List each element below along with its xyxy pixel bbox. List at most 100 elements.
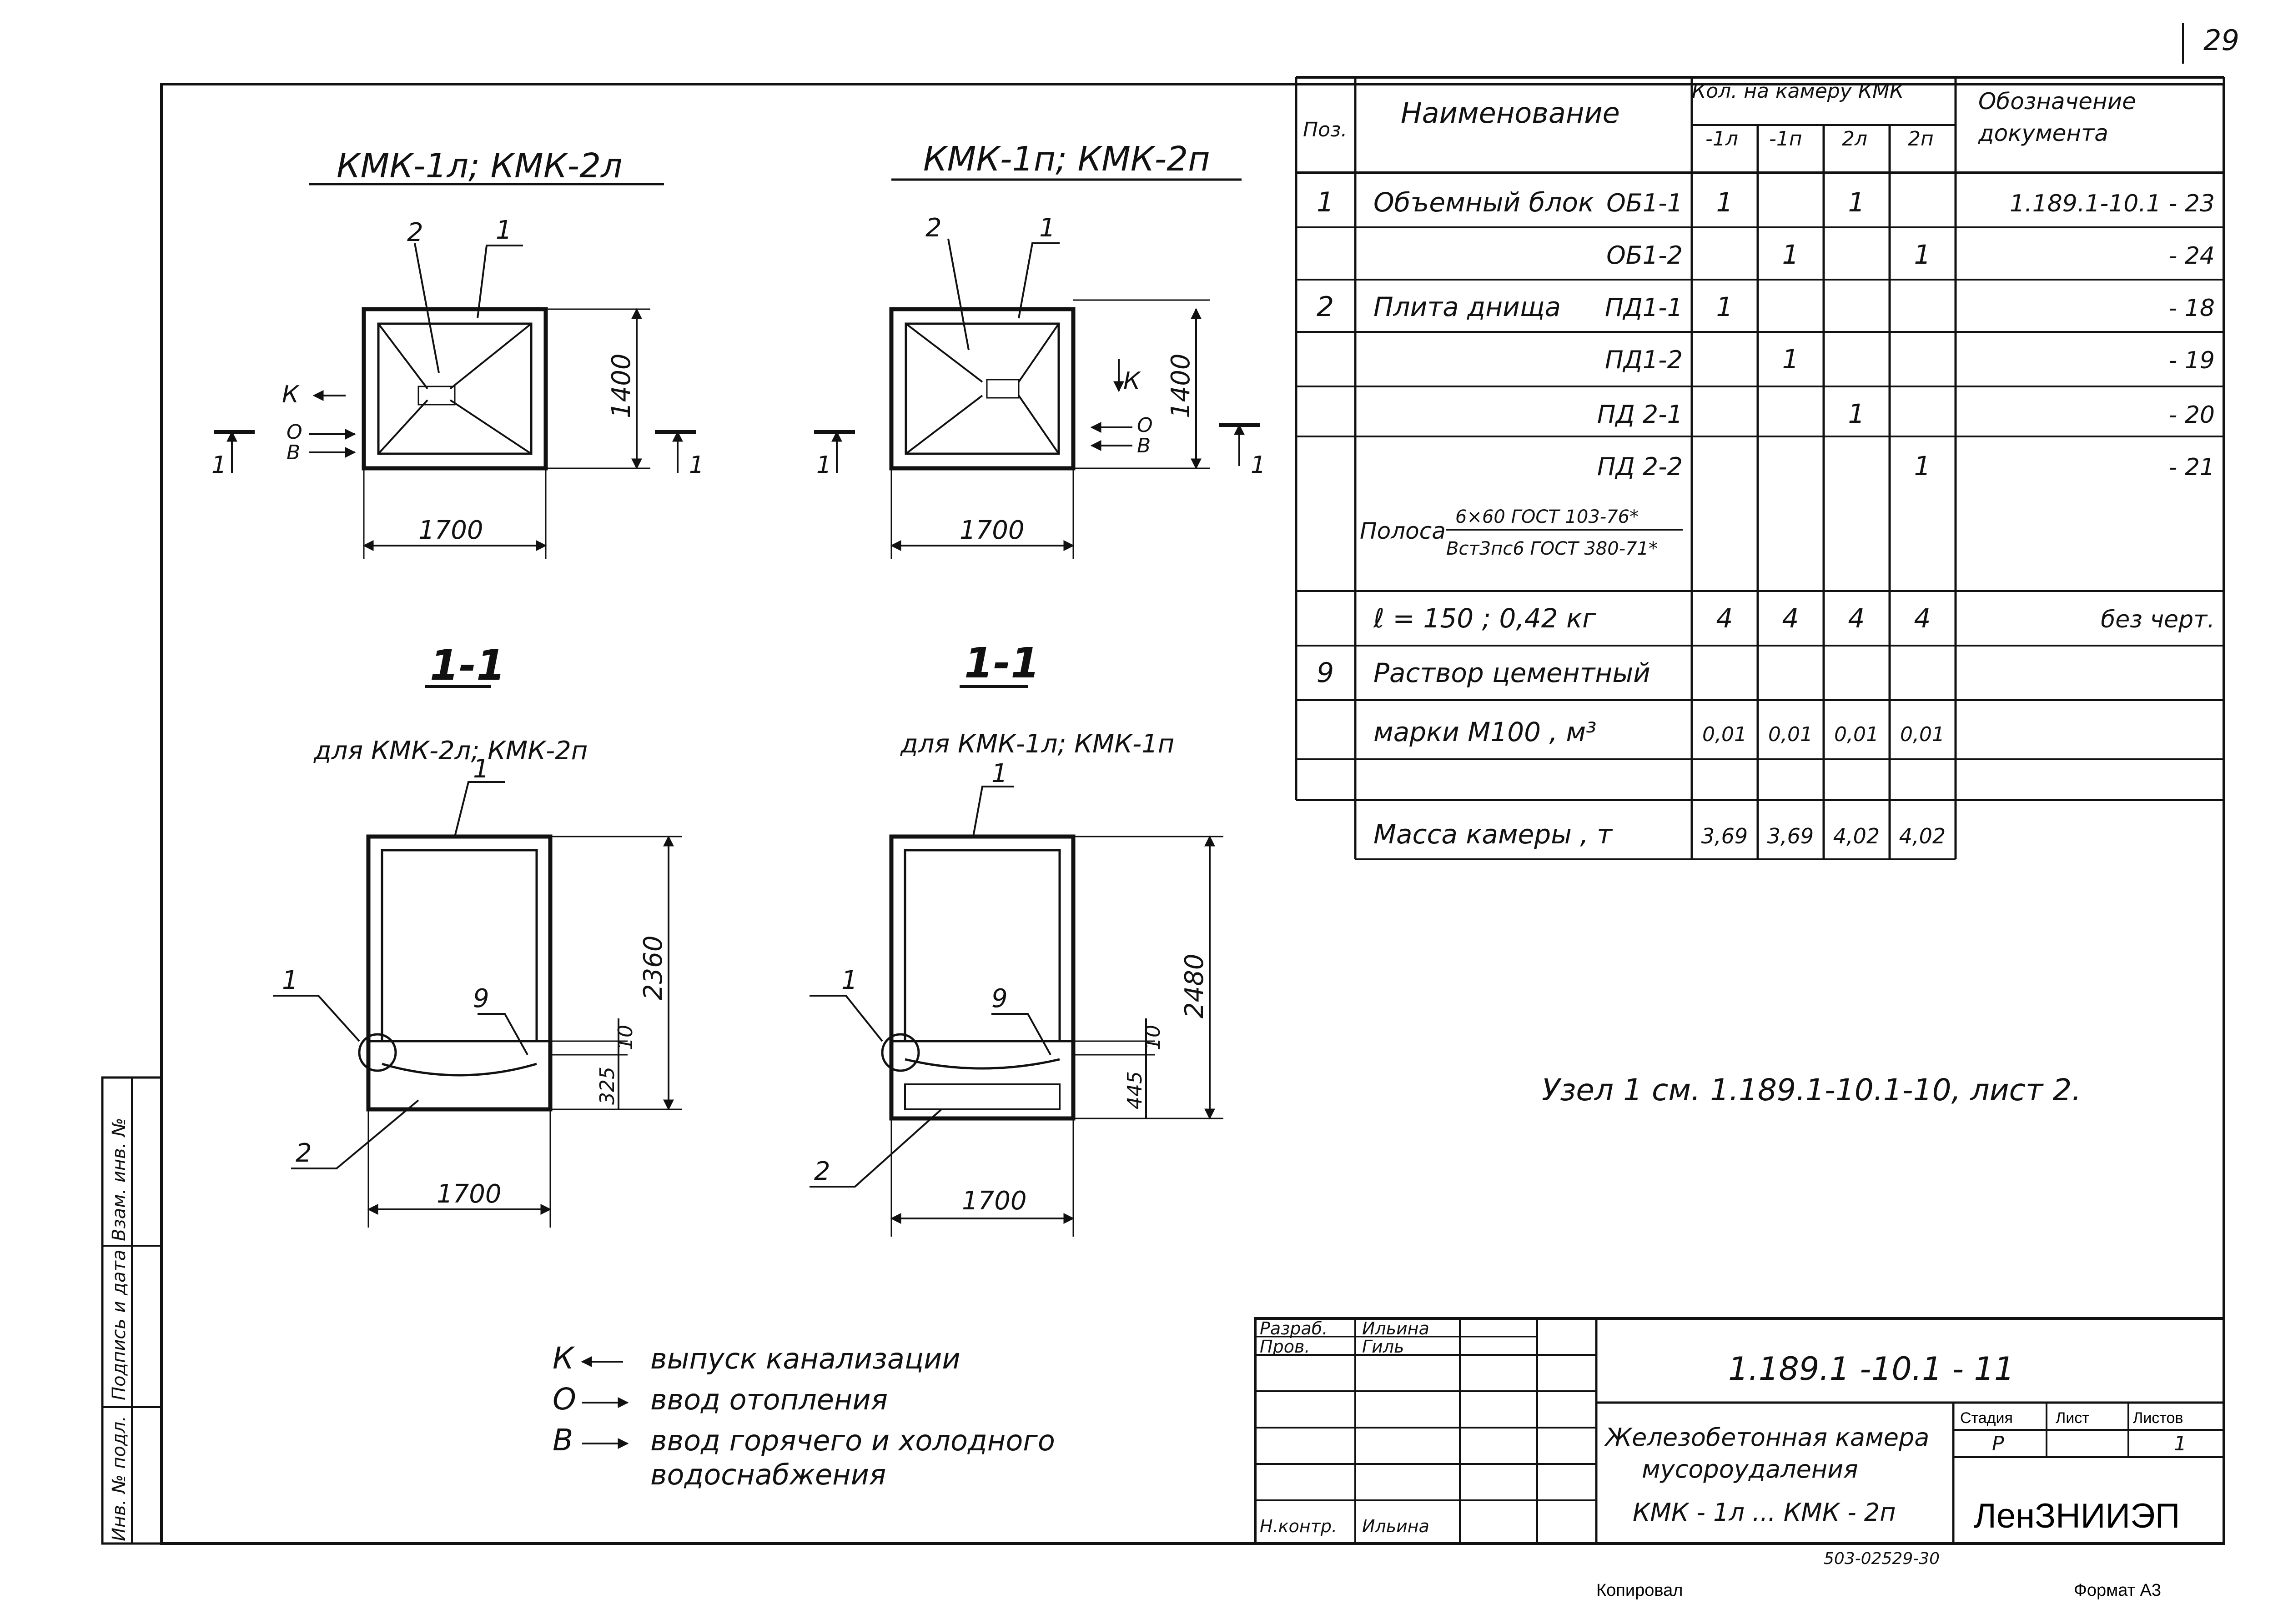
plan-left-cut-label-right: 1 — [689, 451, 704, 479]
spec-header-doc: Обозначение документа — [1978, 88, 2143, 146]
spec-cell-doc: - 24 — [2169, 242, 2215, 270]
plan-right-cut-label-right: 1 — [1251, 451, 1266, 479]
section-left-title: 1-1 — [430, 641, 505, 690]
plan-left-dim-width: 1700 — [418, 516, 483, 545]
spec-cell-qty: 0,01 — [1900, 723, 1945, 746]
spec-cell-qty: 4 — [1914, 603, 1931, 634]
plan-left: КМК-1л; КМК-2л 2 1 1700 1400 К О В 1 — [211, 146, 704, 559]
section-right-dim-height: 2480 — [1180, 953, 1209, 1018]
title-block-stage: Р — [1992, 1432, 2004, 1455]
title-block-person: Гиль — [1362, 1337, 1404, 1357]
spec-header-name: Наименование — [1401, 96, 1620, 130]
legend: К выпуск канализации О ввод отопления В … — [553, 1341, 1055, 1491]
spec-cell-name: Раствор цементный — [1373, 657, 1650, 688]
plan-right-leader-2: 2 — [925, 213, 942, 243]
plan-left-marker-v: В — [287, 441, 300, 464]
spec-row: ОБ1-2 1 1 - 24 — [1606, 239, 2215, 270]
title-block-sheets-label: Листов — [2133, 1409, 2183, 1427]
section-left-dim-height: 2360 — [639, 935, 668, 1000]
legend-text-v-cont: водоснабжения — [650, 1458, 886, 1491]
spec-cell-qty: 1 — [1716, 187, 1733, 218]
spec-mass-value: 3,69 — [1701, 824, 1748, 848]
plan-left-leader-2: 2 — [407, 218, 423, 247]
title-block-role: Пров. — [1260, 1337, 1310, 1357]
spec-cell-qty: 4 — [1848, 603, 1865, 634]
section-left-leader-2: 2 — [296, 1138, 312, 1168]
title-block-sheets: 1 — [2174, 1432, 2187, 1455]
section-right: 1-1 для КМК-1л; КМК-1п 1 1 9 2 1700 2480… — [810, 639, 1223, 1237]
spec-header-qty-2l: 2л — [1842, 127, 1867, 150]
spec-cell-qty: 1 — [1914, 451, 1931, 481]
spec-cell-qty: 1 — [1782, 239, 1799, 270]
section-left: 1-1 для КМК-2л; КМК-2п 1 1 9 2 1700 2360… — [273, 641, 682, 1228]
spec-cell-qty: 1 — [1716, 291, 1733, 322]
spec-cell-qty: 1 — [1914, 239, 1931, 270]
section-left-subtitle: для КМК-2л; КМК-2п — [313, 736, 588, 766]
title-block-role: Разраб. — [1260, 1318, 1328, 1338]
strip-label-inv: Инв. № подл. — [109, 1416, 130, 1541]
plan-left-leader-1: 1 — [496, 216, 512, 245]
left-strip: Инв. № подл. Подпись и дата Взам. инв. № — [101, 1076, 163, 1545]
spec-cell-mark: ОБ1-2 — [1606, 241, 1683, 270]
spec-mass-label: Масса камеры , т — [1373, 819, 1613, 850]
section-left-leader-9: 9 — [473, 984, 489, 1013]
drawing-frame — [160, 83, 2225, 1545]
plan-right-cut-label-left: 1 — [816, 451, 831, 479]
section-left-leader-1-top: 1 — [473, 754, 489, 784]
section-right-subtitle: для КМК-1л; КМК-1п — [900, 729, 1174, 759]
plan-left-title: КМК-1л; КМК-2л — [337, 146, 622, 185]
spec-cell-qty: 4 — [1716, 603, 1733, 634]
spec-mass-value: 4,02 — [1899, 824, 1946, 848]
spec-cell-pos: 9 — [1317, 657, 1334, 689]
legend-symbol-v: В — [553, 1423, 573, 1458]
spec-cell-qty: 1 — [1782, 344, 1799, 375]
spec-cell-name: ℓ = 150 ; 0,42 кг — [1373, 603, 1596, 634]
section-right-title: 1-1 — [964, 639, 1040, 687]
legend-symbol-o: О — [553, 1382, 576, 1417]
plan-right-dim-height: 1400 — [1166, 353, 1196, 418]
spec-polosa-name: Полоса — [1360, 518, 1446, 544]
strip-label-replace: Взам. инв. № — [109, 1118, 130, 1241]
spec-cell-qty: 0,01 — [1834, 723, 1879, 746]
spec-cell-qty: 0,01 — [1702, 723, 1747, 746]
spec-header-pos: Поз. — [1303, 118, 1347, 141]
legend-text-k: выпуск канализации — [650, 1342, 960, 1375]
spec-row: 9 Раствор цементный — [1317, 657, 1650, 689]
node-reference-note: Узел 1 см. 1.189.1-10.1-10, лист 2. — [1542, 1073, 2081, 1108]
section-right-dim-width: 1700 — [962, 1186, 1027, 1216]
spec-header-qty-1l: -1л — [1705, 127, 1738, 150]
plan-right: КМК-1п; КМК-2п 2 1 1700 1400 К О В 1 1 — [814, 140, 1266, 559]
plan-right-title: КМК-1п; КМК-2п — [923, 140, 1210, 179]
specification-table: Поз. Наименование Кол. на камеру КМК -1л… — [1295, 76, 2225, 860]
spec-polosa-bottom: Вст3пс6 ГОСТ 380-71* — [1446, 538, 1658, 559]
spec-cell-doc: без черт. — [2101, 606, 2215, 633]
spec-row-polosa: Полоса 6×60 ГОСТ 103-76* Вст3пс6 ГОСТ 38… — [1360, 506, 1683, 559]
strip-label-sign: Подпись и дата — [109, 1250, 130, 1400]
spec-cell-qty: 1 — [1848, 187, 1865, 218]
spec-mass-value: 3,69 — [1767, 824, 1814, 848]
spec-cell-qty: 4 — [1782, 603, 1799, 634]
spec-cell-qty: 1 — [1848, 398, 1865, 429]
spec-cell-mark: ПД1-1 — [1605, 293, 1683, 322]
spec-header-qty-1p: -1п — [1769, 127, 1802, 150]
plan-left-marker-k: К — [282, 381, 300, 408]
footer-order-number: 503-02529-30 — [1824, 1549, 1940, 1568]
spec-cell-doc: - 21 — [2169, 454, 2215, 481]
plan-right-marker-o: О — [1137, 414, 1153, 437]
footer-copied: Копировал — [1596, 1581, 1683, 1600]
plan-right-dim-width: 1700 — [960, 516, 1025, 545]
spec-cell-pos: 2 — [1317, 291, 1334, 323]
section-right-leader-9: 9 — [991, 984, 1008, 1013]
title-block-line3: КМК - 1л ... КМК - 2п — [1633, 1498, 1896, 1527]
title-block-organization: ЛенЗНИИЭП — [1974, 1497, 2180, 1535]
title-block-line2: мусороудаления — [1642, 1455, 1858, 1484]
section-right-dim-445: 445 — [1123, 1071, 1147, 1109]
section-left-dim-325: 325 — [596, 1067, 619, 1105]
section-right-leader-1-top: 1 — [991, 759, 1008, 788]
